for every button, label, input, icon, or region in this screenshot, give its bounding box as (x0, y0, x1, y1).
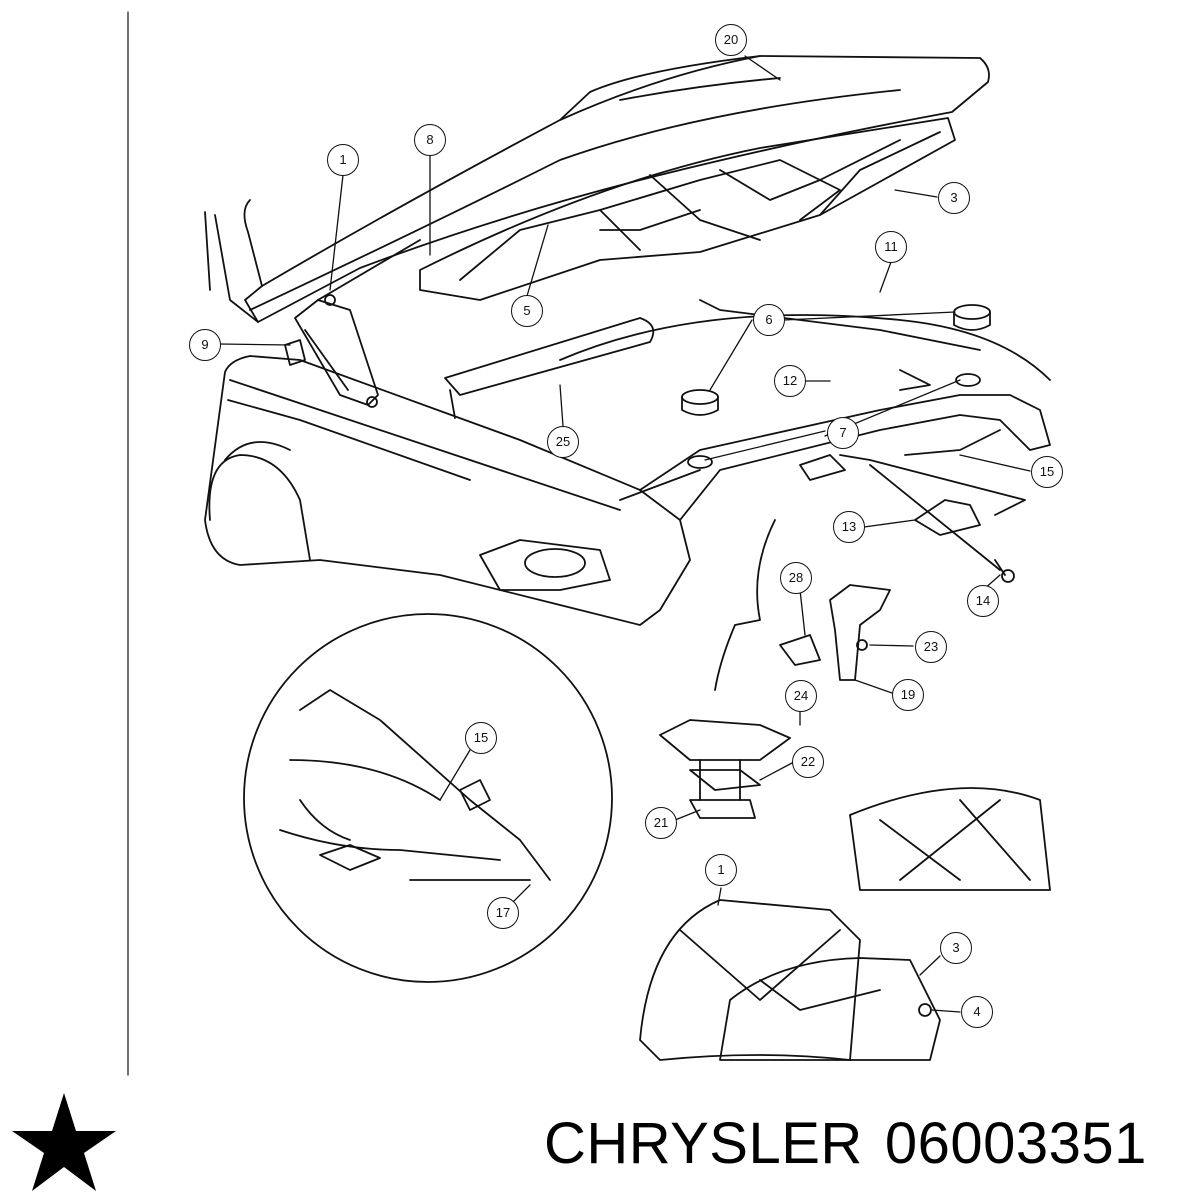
part-label-9: 9 (189, 329, 221, 361)
hood-hinge (284, 239, 421, 408)
part-label-4: 4 (961, 996, 993, 1028)
hood-panel (204, 55, 990, 323)
release-cable (714, 429, 1001, 691)
cowl-seal (444, 317, 655, 419)
part-label-21: 21 (645, 807, 677, 839)
hood-inner-frame (419, 117, 956, 301)
part-label-17: 17 (487, 897, 519, 929)
part-label-22: 22 (792, 746, 824, 778)
part-label-3: 3 (938, 182, 970, 214)
part-label-15-detail: 15 (465, 722, 497, 754)
part-label-25: 25 (547, 426, 579, 458)
secondary-catch (779, 584, 891, 681)
part-label-1-lower: 1 (705, 854, 737, 886)
part-label-12: 12 (774, 365, 806, 397)
pentastar-logo-icon (12, 1093, 116, 1191)
part-number: 06003351 (884, 1111, 1147, 1176)
part-label-1: 1 (327, 144, 359, 176)
brand-part-number: CHRYSLER 06003351 (544, 1104, 1194, 1184)
part-label-28: 28 (780, 562, 812, 594)
detail-circle (243, 613, 613, 983)
part-label-14: 14 (967, 585, 999, 617)
part-label-23: 23 (915, 631, 947, 663)
part-label-11: 11 (875, 231, 907, 263)
hood-latch (839, 454, 1026, 583)
leader-lines (219, 55, 1031, 1013)
release-handle (659, 719, 791, 819)
part-label-7: 7 (827, 417, 859, 449)
part-label-24: 24 (785, 680, 817, 712)
front-fender (204, 355, 691, 626)
part-label-8: 8 (414, 124, 446, 156)
part-label-6: 6 (753, 304, 785, 336)
part-label-20: 20 (715, 24, 747, 56)
hood-bumpers (681, 304, 991, 469)
part-label-3-lower: 3 (940, 932, 972, 964)
part-label-5: 5 (511, 295, 543, 327)
part-label-19: 19 (892, 679, 924, 711)
part-label-15: 15 (1031, 456, 1063, 488)
hood-inner-partial (849, 787, 1051, 891)
part-label-13: 13 (833, 511, 865, 543)
brand-name: CHRYSLER (544, 1111, 863, 1176)
hood-lower-detail (639, 899, 941, 1061)
